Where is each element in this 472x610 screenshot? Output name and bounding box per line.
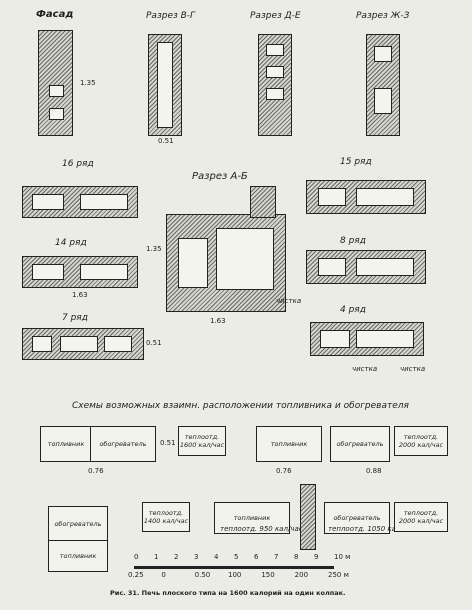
row14-chamber xyxy=(32,264,64,280)
scheme6-output-box: теплоотд. 2000 кал/час xyxy=(394,502,448,532)
facade-height-label: 1.35 xyxy=(80,79,96,87)
section-ab-title: Разрез А-Б xyxy=(192,171,248,182)
scheme2-firebox-label: топливник xyxy=(270,440,308,448)
row4-clean-left: чистка xyxy=(352,365,378,373)
facade-drawing xyxy=(38,30,73,136)
row16-channel xyxy=(80,194,128,210)
facade-door-upper xyxy=(49,85,64,97)
scheme3-output-label: теплоотд. 2000 кал/час xyxy=(398,433,444,449)
row8-channel xyxy=(356,258,414,276)
scheme5-firebox: топливник xyxy=(214,502,290,534)
row14-width: 1.63 xyxy=(72,291,88,299)
figure-caption: Рис. 31. Печь плоского типа на 1600 кало… xyxy=(110,589,346,597)
row7-firebox xyxy=(32,336,52,352)
section-de-channel-3 xyxy=(266,88,284,100)
row7-title: 7 ряд xyxy=(62,313,88,323)
scheme4-heater-label: обогреватель xyxy=(54,520,102,528)
scheme1-heater-label: обогреватель xyxy=(99,440,147,448)
row8-chamber xyxy=(318,258,346,276)
scale-cm-tick: 0.50 xyxy=(194,571,211,579)
section-ab-clean-label: чистка xyxy=(276,297,302,305)
scheme4-output: теплоотд. 1400 кал/час xyxy=(142,502,190,532)
scale-meter-ticks: 0 1 2 3 4 5 6 7 8 9 10 м xyxy=(134,553,350,564)
row4-title: 4 ряд xyxy=(340,305,366,315)
scheme6-output: теплоотд. 1050 кал/час xyxy=(328,525,416,533)
row16-title: 16 ряд xyxy=(62,159,94,169)
scheme1-heater: обогреватель xyxy=(90,426,156,462)
scale-cm-ticks: 0.25 0 0.50 100 150 200 250 м xyxy=(128,571,349,582)
row14-channel xyxy=(80,264,128,280)
scheme3-output: теплоотд. 2000 кал/час xyxy=(394,426,448,456)
section-vg-title: Разрез В-Г xyxy=(146,11,196,21)
scheme4-firebox-label: топливник xyxy=(59,552,97,560)
scheme1-width: 0.76 xyxy=(88,467,104,475)
schemes-title: Схемы возможных взаимн. расположении топ… xyxy=(72,401,409,411)
scale-meter-tick: 7 xyxy=(274,553,279,561)
scheme2-width: 0.76 xyxy=(276,467,292,475)
section-de-channel-1 xyxy=(266,44,284,56)
scheme3-heater-label: обогреватель xyxy=(336,440,384,448)
scheme5-divider xyxy=(300,484,316,550)
section-de-channel-2 xyxy=(266,66,284,78)
scale-cm-tick: 100 xyxy=(228,571,242,579)
scheme6-output-label: теплоотд. 2000 кал/час xyxy=(398,509,444,525)
scale-bar xyxy=(134,566,334,569)
row16-chamber xyxy=(32,194,64,210)
row7-chamber-2 xyxy=(104,336,132,352)
scale-meter-tick: 5 xyxy=(234,553,239,561)
scale-meter-tick: 1 xyxy=(154,553,159,561)
section-zhz-channel-2 xyxy=(374,88,392,114)
scale-cm-tick: 0 xyxy=(161,571,166,579)
section-zhz-channel-1 xyxy=(374,46,392,62)
row8-title: 8 ряд xyxy=(340,236,366,246)
scale-cm-tick: 200 xyxy=(294,571,309,579)
section-ab-heater xyxy=(216,228,274,290)
scheme1-firebox: топливник xyxy=(40,426,92,462)
scale-meter-tick: 0 xyxy=(134,553,139,561)
section-vg-channel xyxy=(157,42,173,128)
scale-cm-tick: 250 м xyxy=(328,571,349,579)
section-de-title: Разрез Д-Е xyxy=(250,11,301,21)
scheme4-heater: обогреватель xyxy=(48,506,108,542)
scheme1-depth: 0.51 xyxy=(160,439,176,447)
row7-chamber-1 xyxy=(60,336,98,352)
scheme1-output-label: теплоотд. 1600 кал/час xyxy=(179,433,225,449)
scheme2-firebox: топливник xyxy=(256,426,322,462)
section-ab-firebox xyxy=(178,238,208,288)
scheme5-output: теплоотд. 950 кал/час xyxy=(220,525,303,533)
row7-depth: 0.51 xyxy=(146,339,162,347)
row15-channel xyxy=(356,188,414,206)
scale-meter-tick: 9 xyxy=(314,553,319,561)
scheme1-output: теплоотд. 1600 кал/час xyxy=(178,426,226,456)
section-ab-chimney xyxy=(250,186,276,218)
scale-meter-tick: 6 xyxy=(254,553,259,561)
scheme3-width: 0.88 xyxy=(366,467,382,475)
row4-chamber-1 xyxy=(320,330,350,348)
scheme4-output-label: теплоотд. 1400 кал/час xyxy=(143,509,189,525)
row4-chamber-2 xyxy=(356,330,414,348)
facade-title: Фасад xyxy=(36,9,74,20)
scale-meter-tick: 2 xyxy=(174,553,179,561)
row14-title: 14 ряд xyxy=(55,238,87,248)
scheme4-firebox: топливник xyxy=(48,540,108,572)
scale-cm-tick: 150 xyxy=(261,571,275,579)
section-ab-height: 1.35 xyxy=(146,245,162,253)
scheme3-heater: обогреватель xyxy=(330,426,390,462)
scale-cm-tick: 0.25 xyxy=(128,571,144,579)
scale-meter-tick: 4 xyxy=(214,553,219,561)
scale-meter-tick: 3 xyxy=(194,553,199,561)
facade-door-lower xyxy=(49,108,64,120)
section-ab-width: 1.63 xyxy=(210,317,226,325)
scheme1-firebox-label: топливник xyxy=(47,440,85,448)
scheme6-heater: обогреватель xyxy=(324,502,390,534)
section-zhz-title: Разрез Ж-З xyxy=(356,11,410,21)
scale-meter-tick: 8 xyxy=(294,553,299,561)
row15-chamber xyxy=(318,188,346,206)
row4-clean-right: чистка xyxy=(400,365,426,373)
scheme5-firebox-label: топливник xyxy=(233,514,271,522)
scale-meter-tick: 10 м xyxy=(334,553,351,561)
section-vg-width: 0.51 xyxy=(158,137,174,145)
row15-title: 15 ряд xyxy=(340,157,372,167)
scheme6-heater-label: обогреватель xyxy=(333,514,381,522)
